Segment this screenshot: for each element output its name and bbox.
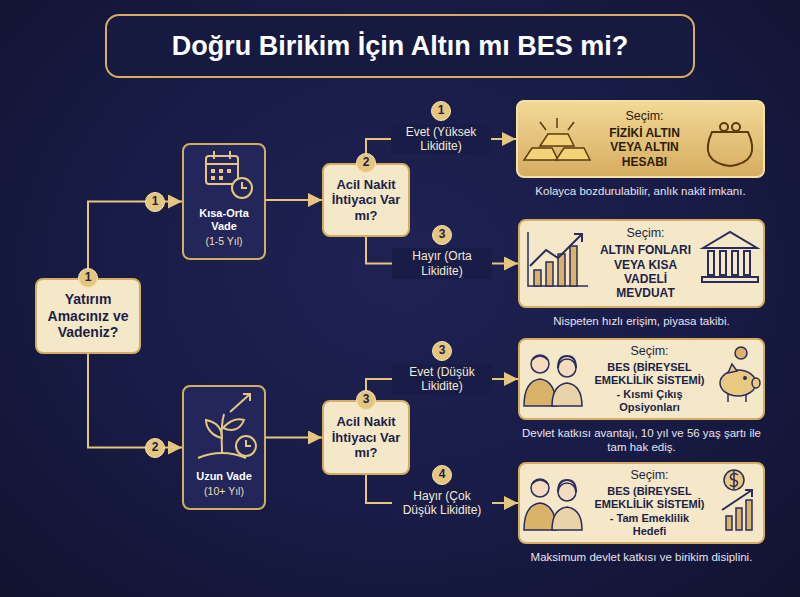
edge-label: Hayır (Çok Düşük Likidite) [392, 488, 492, 519]
callout-number: 1 [431, 101, 451, 121]
node-heading: Seçim: [630, 344, 668, 359]
callout-number: 1 [145, 192, 165, 212]
callout-number: 3 [432, 341, 452, 361]
caption-text: Kolayca bozdurulabilir, anlık nakit imka… [511, 184, 771, 198]
callout-number: 2 [145, 438, 165, 458]
flow-arrow [88, 354, 182, 448]
node-heading: Yatırım Amacınız ve Vadeniz? [43, 291, 133, 341]
node-heading: Seçim: [630, 468, 668, 483]
node-heading: Seçim: [626, 226, 664, 241]
callout-number: 4 [432, 465, 452, 485]
flow-arrow [266, 437, 322, 439]
node-text: ALTIN FONLARI VEYA KISA VADELİ MEVDUAT [594, 243, 697, 301]
edge-label: Evet (Düşük Likidite) [392, 364, 492, 395]
node-text: (1-5 Yıl) [205, 235, 242, 248]
node-heading: Uzun Vade [196, 470, 252, 483]
decision-box: Acil Nakit İhtiyacı Var mı? [322, 400, 410, 475]
callout-number: 2 [356, 153, 376, 173]
caption-text: Maksimum devlet katkısı ve birikim disip… [512, 550, 772, 564]
flow-arrow [266, 199, 322, 201]
node-text: BES (BİREYSEL EMEKLİLİK SİSTEMİ) - Kısmi… [592, 361, 707, 414]
node-text: FİZİKİ ALTIN VEYA ALTIN HESABI [596, 126, 693, 169]
choice-box: Seçim: BES (BİREYSEL EMEKLİLİK SİSTEMİ) -… [518, 338, 765, 420]
flow-arrow [88, 202, 182, 279]
node-heading: Acil Nakit İhtiyacı Var mı? [329, 414, 403, 461]
title-text: Doğru Birikim İçin Altın mı BES mi? [172, 30, 629, 62]
term-box: Uzun Vade (10+ Yıl) [182, 385, 266, 510]
decision-box: Acil Nakit İhtiyacı Var mı? [322, 163, 410, 237]
choice-box: Seçim: FİZİKİ ALTIN VEYA ALTIN HESABI [516, 100, 765, 178]
choice-box: Seçim: BES (BİREYSEL EMEKLİLİK SİSTEMİ) -… [518, 462, 765, 544]
question-box: Yatırım Amacınız ve Vadeniz? [35, 278, 141, 354]
callout-number: 1 [78, 268, 98, 288]
node-text: BES (BİREYSEL EMEKLİLİK SİSTEMİ) - Tam E… [592, 485, 707, 538]
callout-number: 3 [432, 225, 452, 245]
node-text: (10+ Yıl) [204, 485, 244, 498]
edge-label: Hayır (Orta Likidite) [392, 248, 492, 279]
title-box: Doğru Birikim İçin Altın mı BES mi? [105, 14, 695, 78]
edge-label: Evet (Yüksek Likidite) [391, 124, 491, 155]
node-heading: Kısa-Orta Vade [188, 207, 260, 233]
choice-box: Seçim: ALTIN FONLARI VEYA KISA VADELİ MEV… [518, 219, 765, 308]
caption-text: Nispeten hızlı erişim, piyasa takibi. [512, 314, 772, 328]
node-heading: Acil Nakit İhtiyacı Var mı? [329, 177, 403, 224]
term-box: Kısa-Orta Vade (1-5 Yıl) [182, 143, 266, 260]
node-heading: Seçim: [625, 109, 663, 124]
caption-text: Devlet katkısı avantajı, 10 yıl ve 56 ya… [512, 426, 772, 455]
callout-number: 3 [356, 390, 376, 410]
